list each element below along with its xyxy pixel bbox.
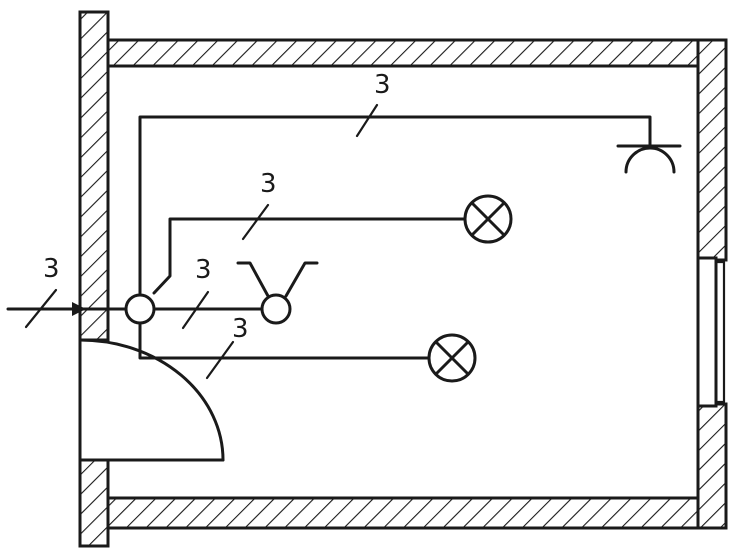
lamp-1-conductor-label: 3 — [260, 169, 277, 199]
lamp-2-conductor-label: 3 — [232, 314, 249, 344]
switch-conductor-label: 3 — [195, 255, 212, 285]
door-swing-icon — [78, 338, 225, 462]
conductor-ticks — [24, 103, 379, 380]
lamp-2-line — [138, 321, 430, 360]
socket-conductor-label: 3 — [374, 70, 391, 100]
left-wall-lower — [78, 458, 110, 548]
socket-outlet-icon — [616, 144, 682, 174]
lamp-icon — [427, 333, 477, 383]
lamp-icon — [463, 194, 513, 244]
junction-box-icon — [124, 293, 156, 325]
room-walls — [78, 10, 728, 548]
top-wall — [106, 38, 728, 68]
bottom-wall — [106, 496, 728, 530]
incoming-conductor-label: 3 — [43, 254, 60, 284]
lamp-1-line — [152, 217, 466, 295]
switch-icon — [236, 261, 319, 325]
right-wall-lower — [696, 402, 728, 530]
wiring — [6, 115, 652, 360]
socket-line — [138, 115, 652, 297]
right-wall-upper — [696, 38, 728, 262]
window-icon — [696, 256, 726, 408]
inner-wall-outline — [106, 64, 700, 262]
left-wall-upper — [78, 10, 110, 342]
arrow-right-icon — [72, 302, 86, 316]
inner-wall-outline-lower — [106, 402, 700, 500]
